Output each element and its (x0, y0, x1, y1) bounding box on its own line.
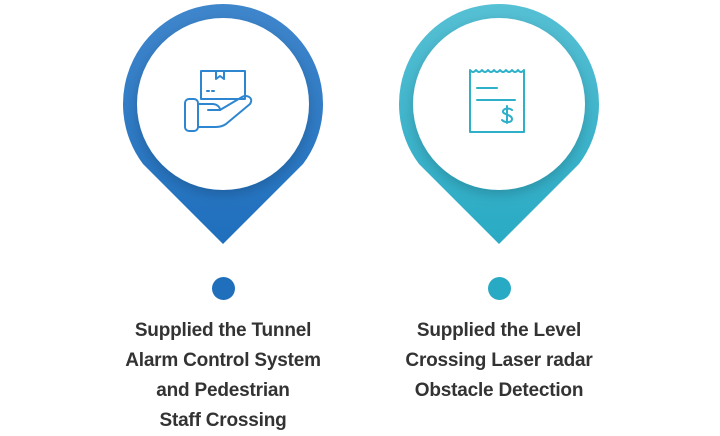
feature-caption: Supplied the Level Crossing Laser radar … (369, 316, 629, 406)
map-pin-marker-teal (369, 0, 629, 260)
caption-line: Supplied the Tunnel (93, 316, 353, 346)
indicator-dot (488, 277, 511, 300)
caption-line: and Pedestrian (93, 376, 353, 406)
feature-caption: Supplied the Tunnel Alarm Control System… (93, 316, 353, 436)
indicator-dot (212, 277, 235, 300)
caption-line: Supplied the Level (369, 316, 629, 346)
feature-card-level-crossing: Supplied the Level Crossing Laser radar … (369, 0, 629, 432)
caption-line: Crossing Laser radar (369, 346, 629, 376)
caption-line: Obstacle Detection (369, 376, 629, 406)
caption-line: Alarm Control System (93, 346, 353, 376)
map-pin-marker-blue (93, 0, 353, 260)
feature-card-tunnel: Supplied the Tunnel Alarm Control System… (93, 0, 353, 432)
